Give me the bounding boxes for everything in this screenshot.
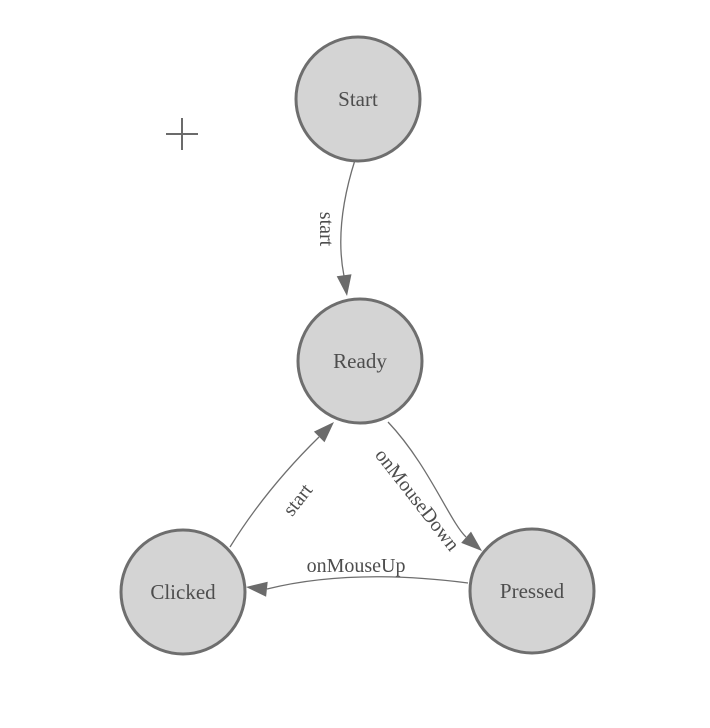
edge-line[interactable] (387, 421, 467, 538)
node-ready[interactable]: Ready (296, 297, 424, 425)
node-label: Start (338, 87, 378, 111)
edge-pressed-to-clicked[interactable]: onMouseUp (246, 555, 469, 597)
edge-label-onmousedown: onMouseDown (370, 445, 463, 556)
edge-label-onmouseup: onMouseUp (307, 555, 406, 577)
arrowhead-icon (313, 422, 334, 443)
crosshair-icon (166, 118, 198, 150)
node-circle[interactable] (294, 35, 422, 163)
node-circle[interactable] (296, 297, 424, 425)
arrowhead-icon (246, 581, 268, 597)
edge-start-to-ready[interactable]: start (315, 159, 356, 296)
edge-label-start-diagonal: start (279, 479, 318, 520)
edge-clicked-to-ready[interactable]: start (229, 422, 334, 548)
edge-label-start-top: start (315, 212, 337, 247)
edge-ready-to-pressed[interactable]: onMouseDown (370, 421, 482, 556)
arrowhead-icon (336, 274, 352, 296)
node-start[interactable]: Start (294, 35, 422, 163)
node-label: Pressed (500, 579, 565, 603)
node-circle[interactable] (468, 527, 596, 655)
arrowhead-icon (461, 531, 482, 551)
edge-line[interactable] (229, 436, 320, 548)
node-label: Clicked (150, 580, 216, 604)
node-label: Ready (333, 349, 387, 373)
edge-line[interactable] (340, 159, 356, 277)
node-circle[interactable] (119, 528, 247, 656)
node-pressed[interactable]: Pressed (468, 527, 596, 655)
edge-line[interactable] (266, 576, 469, 590)
node-clicked[interactable]: Clicked (119, 528, 247, 656)
